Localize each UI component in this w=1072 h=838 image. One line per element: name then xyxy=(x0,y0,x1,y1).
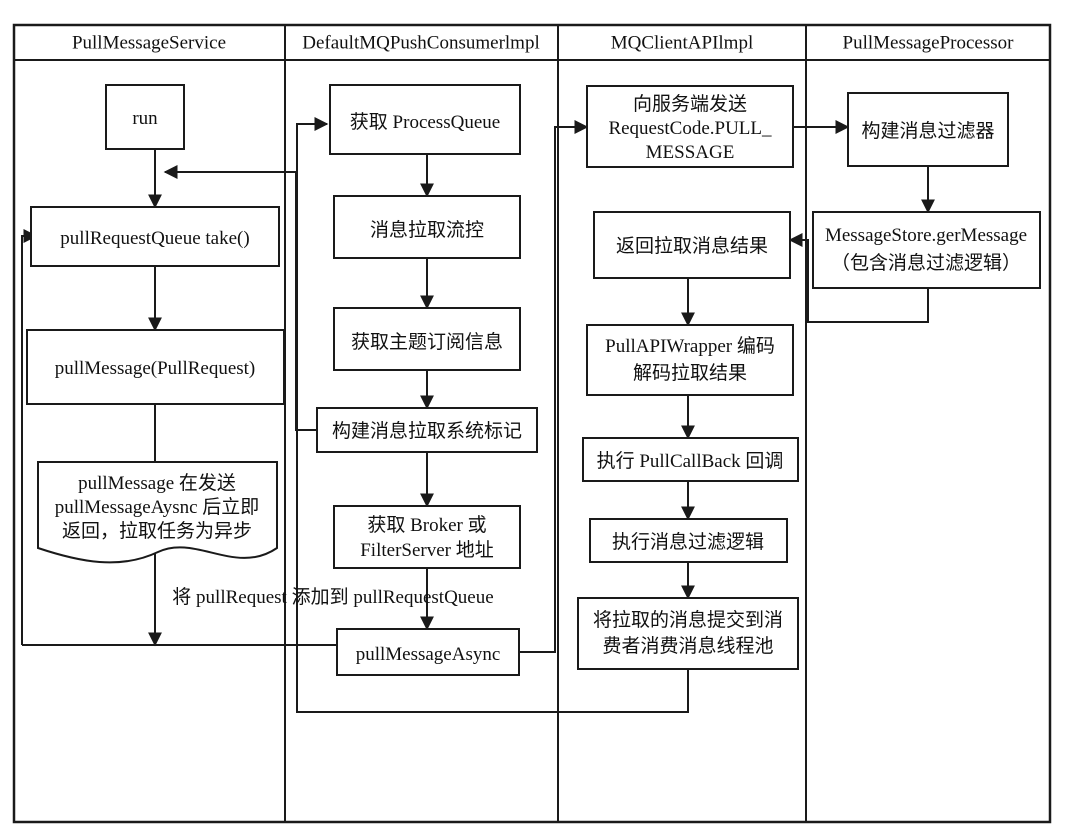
edge-submit-back-to-processqueue xyxy=(296,117,689,713)
node-run[interactable]: run xyxy=(105,84,185,150)
node-pull-message-async-label: pullMessageAsync xyxy=(356,644,501,665)
node-exec-filter-logic[interactable]: 执行消息过滤逻辑 xyxy=(589,518,788,563)
node-pull-message-async[interactable]: pullMessageAsync xyxy=(336,628,520,676)
node-message-store-get-line-2: （包含消息过滤逻辑） xyxy=(831,252,1021,274)
node-run-label: run xyxy=(132,108,158,129)
node-message-store-get-line-1: MessageStore.gerMessage xyxy=(825,225,1027,246)
lane-title-mqclientapiimpl: MQClientAPIlmpl xyxy=(611,32,754,53)
node-return-pull-result-label: 返回拉取消息结果 xyxy=(616,235,768,257)
node-get-broker-or-filterserver-line-2: FilterServer 地址 xyxy=(360,539,494,561)
node-message-pull-flow-control-label: 消息拉取流控 xyxy=(370,219,484,241)
node-submit-to-thread-pool-line-2: 费者消费消息线程池 xyxy=(602,635,773,657)
lane-title-pullmessageservice: PullMessageService xyxy=(72,32,226,53)
lane-title-pullmessageprocessor: PullMessageProcessor xyxy=(843,32,1015,53)
node-get-process-queue[interactable]: 获取 ProcessQueue xyxy=(329,84,521,155)
lane-frame xyxy=(12,23,1052,824)
node-pullapiwrapper-codec-line-1: PullAPIWrapper 编码 xyxy=(605,335,775,357)
node-send-request-code-line-3: MESSAGE xyxy=(646,142,735,163)
node-note-async-line-3: 返回，拉取任务为异步 xyxy=(62,520,252,542)
node-submit-to-thread-pool-line-1: 将拉取的消息提交到消 xyxy=(593,609,783,631)
edge-return-to-take-left xyxy=(21,229,38,645)
node-note-async: pullMessage 在发送 pullMessageAysnc 后立即 返回，… xyxy=(37,461,278,564)
node-pull-message-pullrequest-label: pullMessage(PullRequest) xyxy=(55,358,256,379)
node-pull-request-queue-take[interactable]: pullRequestQueue take() xyxy=(30,206,280,267)
node-build-pull-sys-flag[interactable]: 构建消息拉取系统标记 xyxy=(316,407,538,453)
node-send-request-code-line-1: 向服务端发送 xyxy=(633,93,747,115)
node-get-topic-subscription-label: 获取主题订阅信息 xyxy=(351,331,503,353)
node-exec-pullcallback[interactable]: 执行 PullCallBack 回调 xyxy=(582,437,799,482)
node-get-process-queue-label: 获取 ProcessQueue xyxy=(350,111,500,133)
node-pullapiwrapper-codec-line-2: 解码拉取结果 xyxy=(633,362,747,384)
node-message-store-get[interactable]: MessageStore.gerMessage （包含消息过滤逻辑） xyxy=(812,211,1041,289)
node-pull-request-queue-take-label: pullRequestQueue take() xyxy=(60,228,249,249)
edge-label-add-pullrequest: 将 pullRequest 添加到 pullRequestQueue xyxy=(172,586,493,608)
node-get-topic-subscription[interactable]: 获取主题订阅信息 xyxy=(333,307,521,371)
node-send-request-code[interactable]: 向服务端发送 RequestCode.PULL_ MESSAGE xyxy=(586,85,794,168)
node-get-broker-or-filterserver-line-1: 获取 Broker 或 xyxy=(367,514,486,536)
node-build-message-filter-label: 构建消息过滤器 xyxy=(861,120,994,142)
node-pullapiwrapper-codec[interactable]: PullAPIWrapper 编码 解码拉取结果 xyxy=(586,324,794,396)
node-build-message-filter[interactable]: 构建消息过滤器 xyxy=(847,92,1009,167)
node-exec-filter-logic-label: 执行消息过滤逻辑 xyxy=(612,531,764,553)
node-return-pull-result[interactable]: 返回拉取消息结果 xyxy=(593,211,791,279)
node-submit-to-thread-pool[interactable]: 将拉取的消息提交到消 费者消费消息线程池 xyxy=(577,597,799,670)
edge-async-to-sendrequest xyxy=(519,120,589,653)
node-note-async-line-2: pullMessageAysnc 后立即 xyxy=(55,496,260,518)
node-note-async-line-1: pullMessage 在发送 xyxy=(78,472,236,494)
edge-messagestore-to-returnresult xyxy=(788,233,929,323)
node-pull-message-pullrequest[interactable]: pullMessage(PullRequest) xyxy=(26,329,285,405)
lane-title-defaultmqpushconsumerimpl: DefaultMQPushConsumerlmpl xyxy=(302,32,540,53)
node-build-pull-sys-flag-label: 构建消息拉取系统标记 xyxy=(332,420,522,442)
lane-headers: PullMessageService DefaultMQPushConsumer… xyxy=(72,32,1014,53)
node-get-broker-or-filterserver[interactable]: 获取 Broker 或 FilterServer 地址 xyxy=(333,505,521,569)
node-exec-pullcallback-label: 执行 PullCallBack 回调 xyxy=(597,450,784,472)
node-message-pull-flow-control[interactable]: 消息拉取流控 xyxy=(333,195,521,259)
node-send-request-code-line-2: RequestCode.PULL_ xyxy=(608,118,772,139)
